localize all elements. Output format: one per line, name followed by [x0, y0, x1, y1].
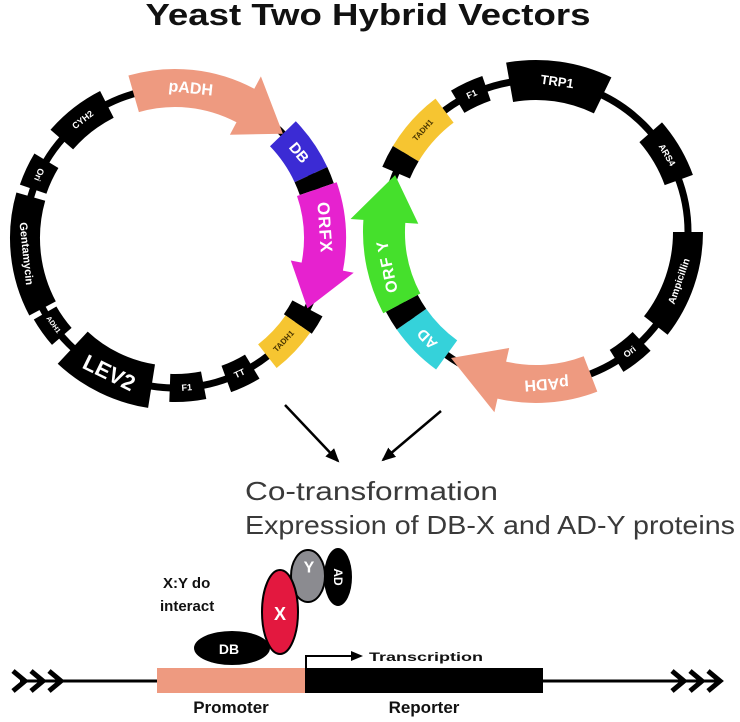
- left-ori-box: [19, 153, 59, 194]
- right-linker-1: [382, 146, 419, 179]
- left-tt-box: [221, 354, 260, 393]
- transcription-label: Transcription: [369, 650, 483, 664]
- protein-complex: AD Y DB X: [194, 548, 352, 665]
- ad-protein-label: AD: [331, 568, 345, 586]
- promoter-label: Promoter: [193, 698, 269, 717]
- right-plasmid: TRP1 F1 TADH1 ARS4 Ampicillin Ori pADH A…: [350, 59, 703, 413]
- interaction-label-line-2: interact: [160, 598, 214, 615]
- reporter-construct: Transcription Promoter Reporter: [11, 650, 724, 717]
- left-gentamycin-box: [9, 192, 56, 316]
- right-ori-box: [609, 332, 651, 372]
- left-adh1-box: [33, 306, 72, 345]
- left-tt-label: TT: [232, 366, 247, 380]
- reporter-box: [305, 668, 543, 693]
- promoter-box: [157, 668, 305, 693]
- right-linker-2: [385, 294, 427, 330]
- ad-protein: [324, 548, 352, 606]
- x-protein-label: X: [274, 604, 286, 624]
- transcription-arrowhead-icon: [351, 651, 363, 661]
- left-linker-1: [294, 167, 334, 195]
- right-ad-box: [396, 308, 458, 370]
- right-chevrons-icon: [670, 669, 724, 693]
- right-orfy-arrow: [350, 175, 421, 314]
- right-tadh-box: [392, 98, 454, 162]
- left-padh-label: pADH: [168, 78, 214, 100]
- right-f1-label: F1: [465, 87, 479, 101]
- page-title: Yeast Two Hybrid Vectors: [146, 0, 591, 32]
- right-f1-box: [451, 76, 491, 113]
- left-f1-box: [169, 371, 207, 403]
- db-protein: [194, 631, 270, 665]
- left-linker-2: [283, 300, 323, 334]
- left-lev2-box: [57, 331, 156, 408]
- left-plasmid: pADH DB ORFX TADH1 TT F1 LEV2 ADH1 Genta…: [9, 68, 354, 408]
- reporter-label: Reporter: [389, 698, 460, 717]
- left-f1-label: F1: [181, 382, 192, 393]
- left-orfx-arrow: [290, 182, 354, 309]
- right-trp1-label: TRP1: [540, 72, 575, 91]
- interaction-label-line-1: X:Y do: [163, 575, 210, 592]
- flow-arrow-right: [381, 410, 442, 462]
- db-protein-label: DB: [219, 641, 239, 657]
- flow-arrow-left: [284, 404, 340, 463]
- caption-line-1: Co-transformation: [245, 476, 498, 506]
- right-padh-label: pADH: [524, 374, 570, 394]
- left-orfx-label: ORFX: [313, 201, 336, 253]
- right-ampicillin-box: [644, 232, 703, 335]
- right-padh-arrow: [451, 348, 598, 413]
- left-db-box: [270, 121, 328, 183]
- y-protein-label: Y: [304, 560, 315, 577]
- transcription-arrow-icon: [305, 655, 352, 668]
- caption-line-2: Expression of DB-X and AD-Y proteins: [245, 510, 735, 540]
- left-cyh2-box: [50, 91, 114, 150]
- left-chevrons-icon: [11, 669, 65, 693]
- right-trp1-box: [506, 59, 612, 114]
- left-tadh-box: [258, 315, 311, 368]
- right-ars4-box: [639, 122, 693, 186]
- y-protein: [290, 549, 326, 603]
- left-padh-arrow: [128, 68, 283, 135]
- x-protein: [261, 569, 299, 655]
- left-ori-label: Ori: [32, 167, 46, 183]
